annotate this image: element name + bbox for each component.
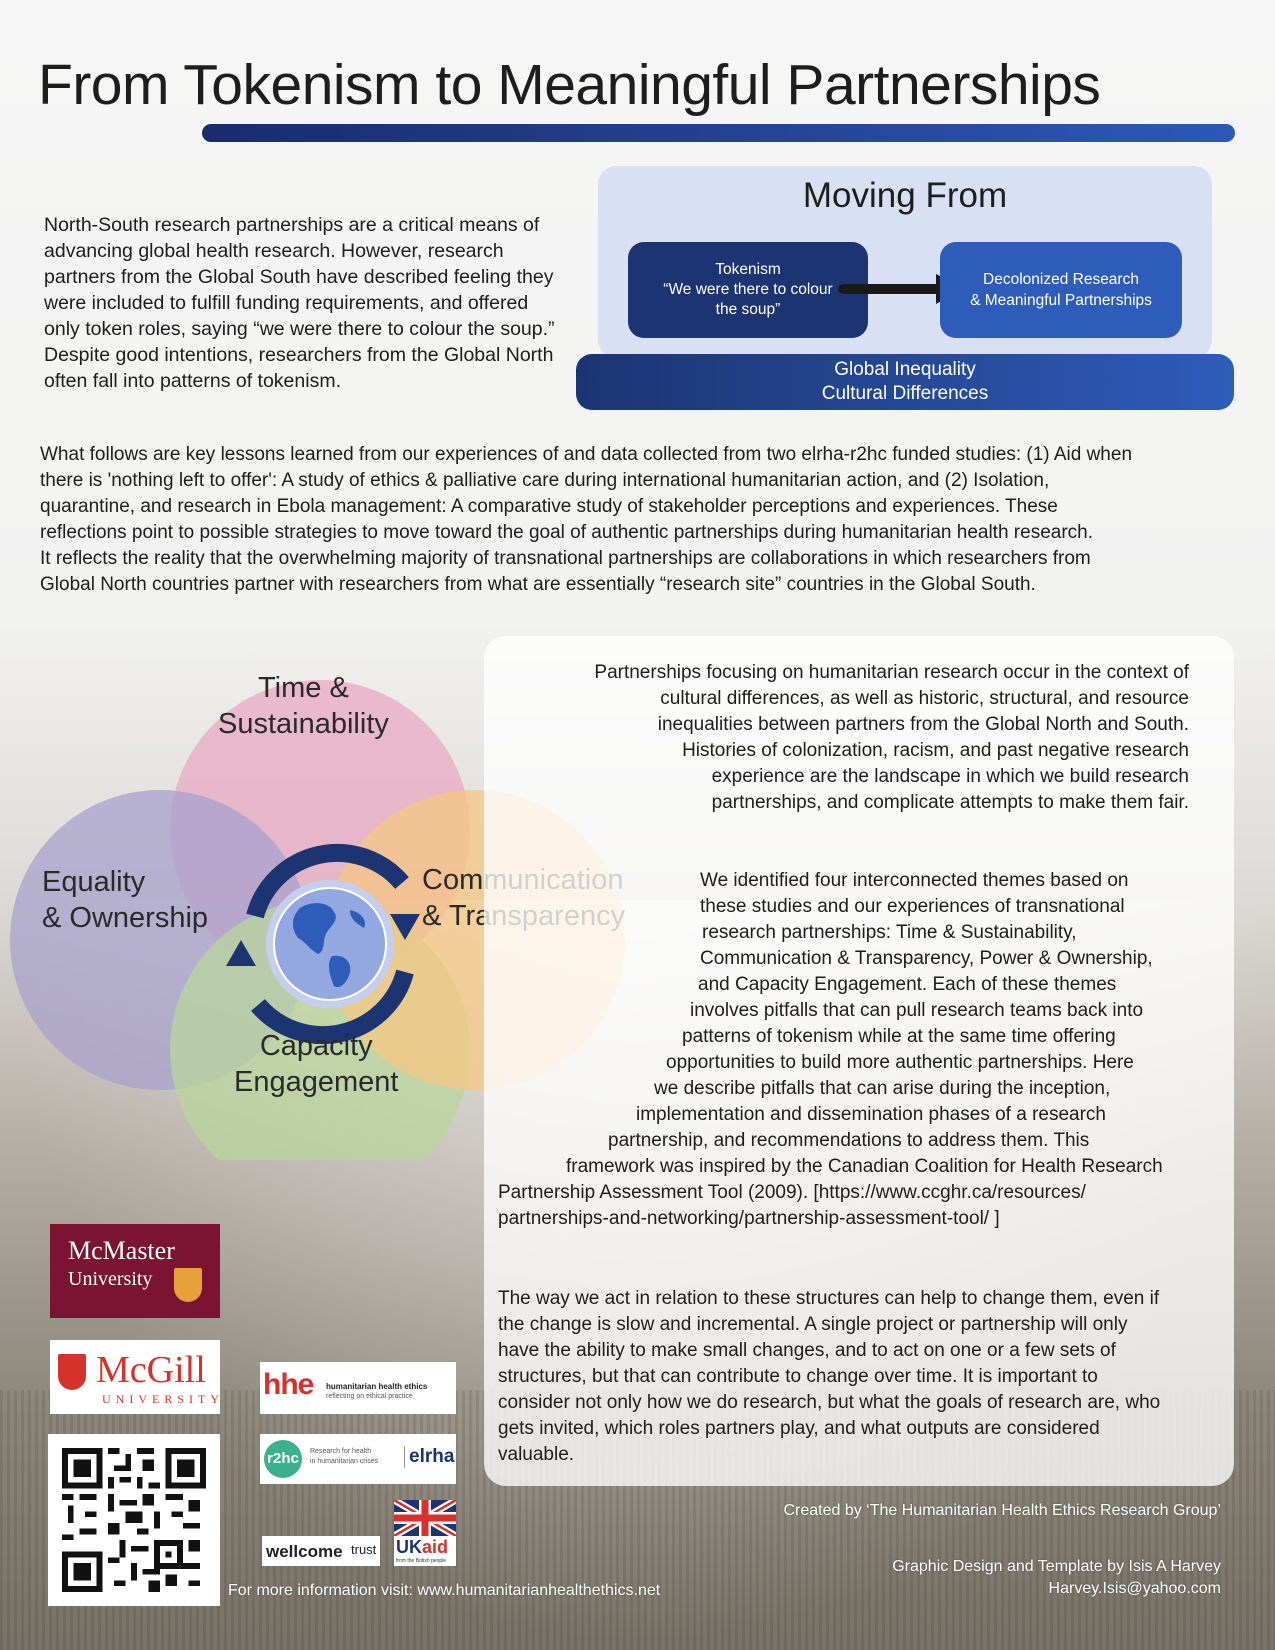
panel-line: Communication & Transparency, Power & Ow… xyxy=(700,948,1153,969)
themes-paragraph: We identified four interconnected themes… xyxy=(494,868,1219,1232)
lessons-line: It reflects the reality that the overwhe… xyxy=(40,548,1091,569)
r2hc-line2: in humanitarian crises xyxy=(310,1458,379,1465)
lessons-line: What follows are key lessons learned fro… xyxy=(40,444,1133,465)
intro-paragraph: North-South research partnerships are a … xyxy=(44,214,555,392)
mcgill-logo: McGill UNIVERSITY xyxy=(50,1340,220,1414)
context-paragraph: Partnerships focusing on humanitarian re… xyxy=(494,660,1219,816)
panel-line: The way we act in relation to these stru… xyxy=(498,1288,1160,1309)
moving-from-heading: Moving From xyxy=(802,176,1008,215)
r2hc-mark: r2hc xyxy=(264,1440,302,1478)
r2hc-line1: Research for health xyxy=(310,1448,372,1455)
panel-line: partnership, and recommendations to addr… xyxy=(608,1130,1090,1151)
design-credit: Graphic Design and Template by Isis A Ha… xyxy=(892,1556,1221,1600)
lessons-line: quarantine, and research in Ebola manage… xyxy=(40,496,1058,517)
wellcome-word: wellcome xyxy=(266,1542,343,1561)
more-info-link[interactable]: For more information visit: www.humanita… xyxy=(228,1582,661,1599)
hhe-line1: humanitarian health ethics xyxy=(326,1382,428,1391)
mcmaster-name: McMaster xyxy=(68,1236,175,1265)
panel-line: implementation and dissemination phases … xyxy=(636,1104,1106,1125)
r2hc-elrha-logo: r2hc Research for health in humanitarian… xyxy=(260,1434,456,1484)
theme-equality-line1: Equality xyxy=(42,866,146,898)
ukaid-uk: UK xyxy=(396,1537,422,1557)
title-underline-bar xyxy=(202,124,1235,142)
panel-line: opportunities to build more authentic pa… xyxy=(666,1052,1134,1073)
tokenism-quote: “We were there to colour xyxy=(663,281,833,298)
ukaid-logo: UKaid from the British people xyxy=(394,1500,456,1566)
hhe-logo: hhe humanitarian health ethics reflectin… xyxy=(260,1362,456,1414)
theme-equality-ownership: Equality & Ownership xyxy=(42,864,208,936)
panel-line: Histories of colonization, racism, and p… xyxy=(682,740,1189,761)
mcmaster-sub: University xyxy=(68,1268,153,1290)
created-by-credit: Created by ‘The Humanitarian Health Ethi… xyxy=(783,1502,1221,1519)
designer-email[interactable]: Harvey.Isis@yahoo.com xyxy=(1048,1580,1221,1597)
panel-line: partnerships, and complicate attempts to… xyxy=(711,792,1189,813)
trust-word: trust xyxy=(351,1542,377,1557)
panel-line: Partnership Assessment Tool (2009). [htt… xyxy=(498,1182,1086,1203)
change-paragraph: The way we act in relation to these stru… xyxy=(498,1286,1210,1468)
panel-line: We identified four interconnected themes… xyxy=(700,870,1129,891)
panel-line: research partnerships: Time & Sustainabi… xyxy=(702,922,1077,943)
venn-circles xyxy=(10,680,625,1200)
inequality-line2: Cultural Differences xyxy=(821,383,989,404)
elrha-mark: elrha xyxy=(404,1446,454,1468)
union-jack-flag-icon xyxy=(394,1500,456,1536)
panel-line: the change is slow and incremental. A si… xyxy=(498,1314,1128,1335)
theme-capacity-line2: Engagement xyxy=(234,1066,399,1098)
globe-cycle-icon xyxy=(226,843,420,1045)
themes-venn-diagram: Time & Sustainability Equality & Ownersh… xyxy=(0,620,640,1200)
theme-time-line2: Sustainability xyxy=(218,708,389,740)
lessons-line: Global North countries partner with rese… xyxy=(40,574,1036,595)
lessons-paragraph: What follows are key lessons learned fro… xyxy=(40,442,1240,598)
mcgill-name: McGill xyxy=(96,1349,206,1391)
mcmaster-crest-icon xyxy=(174,1268,202,1302)
mcgill-sub: UNIVERSITY xyxy=(102,1392,224,1406)
theme-equality-line2: & Ownership xyxy=(42,902,209,934)
panel-line: inequalities between partners from the G… xyxy=(657,714,1189,735)
ukaid-word: UKaid xyxy=(396,1537,448,1558)
designer-name: Graphic Design and Template by Isis A Ha… xyxy=(892,1558,1221,1575)
inequality-line1: Global Inequality xyxy=(834,359,976,380)
decolonized-box: Decolonized Research & Meaningful Partne… xyxy=(940,242,1182,338)
panel-line: valuable. xyxy=(498,1444,575,1465)
panel-line: partnerships-and-networking/partnership-… xyxy=(498,1208,1000,1229)
theme-capacity-line1: Capacity xyxy=(259,1030,373,1062)
wellcome-trust-logo: wellcome trust xyxy=(262,1536,380,1566)
mcgill-shield-icon xyxy=(58,1354,86,1390)
themes-text-panel: Partnerships focusing on humanitarian re… xyxy=(484,636,1234,1486)
panel-line: and Capacity Engagement. Each of these t… xyxy=(698,974,1117,995)
panel-line: gets invited, which roles partners play,… xyxy=(498,1418,1100,1439)
theme-capacity-engagement: Capacity Engagement xyxy=(234,1028,398,1100)
decolonized-line2: & Meaningful Partnerships xyxy=(970,292,1152,309)
theme-time-sustainability: Time & Sustainability xyxy=(218,670,389,742)
lessons-line: reflections point to possible strategies… xyxy=(40,522,1093,543)
panel-line: involves pitfalls that can pull research… xyxy=(690,1000,1144,1021)
panel-line: patterns of tokenism while at the same t… xyxy=(682,1026,1116,1047)
theme-time-line1: Time & xyxy=(258,672,349,704)
panel-line: Partnerships focusing on humanitarian re… xyxy=(594,662,1189,683)
ukaid-sub: from the British people xyxy=(396,1558,447,1564)
panel-line: cultural differences, as well as histori… xyxy=(660,688,1189,709)
panel-line: these studies and our experiences of tra… xyxy=(700,896,1125,917)
moving-from-panel: Moving From Tokenism “We were there to c… xyxy=(598,166,1212,358)
qr-code-pattern xyxy=(62,1448,206,1592)
lessons-line: there is 'nothing left to offer': A stud… xyxy=(40,470,1050,491)
page-title: From Tokenism to Meaningful Partnerships xyxy=(38,53,1101,117)
qr-code-icon[interactable] xyxy=(48,1434,220,1606)
hhe-mark: hhe xyxy=(263,1368,314,1401)
tokenism-box: Tokenism “We were there to colour the so… xyxy=(628,242,868,338)
decolonized-line1: Decolonized Research xyxy=(983,271,1139,288)
inequality-base-bar: Global Inequality Cultural Differences xyxy=(576,354,1234,410)
panel-line: structures, but that can contribute to c… xyxy=(498,1366,1098,1387)
panel-line: we describe pitfalls that can arise duri… xyxy=(654,1078,1111,1099)
panel-line: framework was inspired by the Canadian C… xyxy=(566,1156,1163,1177)
mcmaster-logo: McMaster University xyxy=(50,1224,220,1318)
hhe-line2: reflecting on ethical practice xyxy=(326,1393,413,1400)
panel-line: consider not only how we do research, bu… xyxy=(498,1392,1161,1413)
ukaid-aid: aid xyxy=(422,1537,449,1557)
tokenism-title: Tokenism xyxy=(715,261,781,278)
panel-line: experience are the landscape in which we… xyxy=(711,766,1189,787)
panel-line: have the ability to make small changes, … xyxy=(498,1340,1116,1361)
tokenism-quote-line2: the soup” xyxy=(715,301,781,318)
